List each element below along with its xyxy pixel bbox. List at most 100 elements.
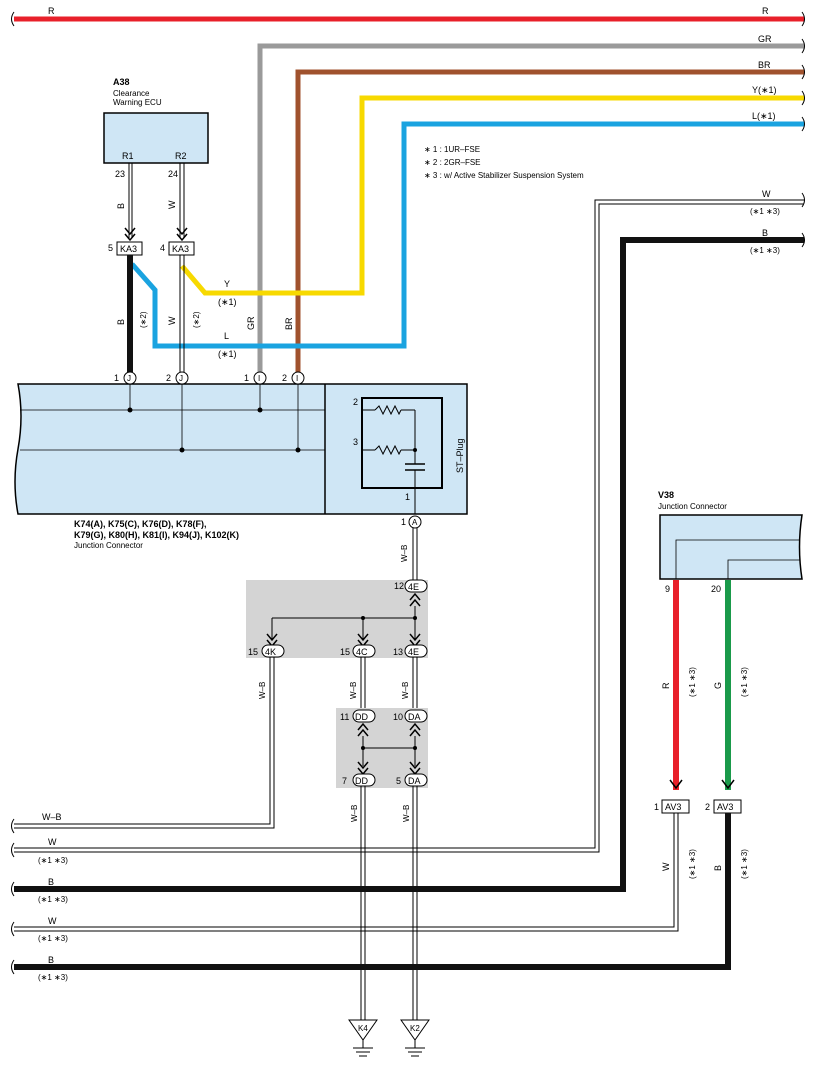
- c13-label: 4E: [408, 647, 419, 657]
- c12-num: 12: [394, 581, 404, 591]
- wire-label-y: Y: [224, 279, 230, 289]
- junction-k-line3: Junction Connector: [74, 541, 143, 550]
- c5-num: 5: [396, 776, 401, 786]
- c11-num: 11: [340, 712, 349, 722]
- c15a-num: 15: [248, 647, 258, 657]
- av3b-num: 2: [705, 802, 710, 812]
- wire-label-wb-a: W–B: [400, 545, 409, 562]
- pin-i2: I: [296, 374, 298, 383]
- v38-pin9: 9: [665, 584, 670, 594]
- wire-wb-4k: [14, 657, 275, 829]
- wire-label-wb-c: W–B: [349, 682, 358, 699]
- ecu-name-line1: Clearance: [113, 89, 150, 98]
- wire-note-w-av3: (∗1 ∗3): [688, 849, 697, 879]
- av3b-label: AV3: [717, 802, 733, 812]
- ecu-pin-r2: R2: [175, 151, 187, 161]
- wire-r-top: [11, 11, 805, 27]
- wire-w-av3: [14, 813, 679, 932]
- wire-label-b-av3: B: [713, 865, 723, 871]
- wire-label-l-right: L(∗1): [752, 111, 776, 121]
- wire-w-below-ka3: [179, 255, 185, 372]
- wire-label-w-vert: W: [167, 200, 177, 209]
- c13-num: 13: [393, 647, 403, 657]
- left-label-w1: W: [48, 837, 57, 847]
- wire-label-gr-vert: GR: [246, 316, 256, 330]
- wire-label-wb-f: W–B: [402, 805, 411, 822]
- left-label-b2: B: [48, 955, 54, 965]
- wire-label-l: L: [224, 331, 229, 341]
- left-note-w1: (∗1 ∗3): [38, 856, 68, 865]
- c11-label: DD: [355, 712, 368, 722]
- note-3: ∗ 3 : w/ Active Stabilizer Suspension Sy…: [424, 171, 584, 180]
- c10-num: 10: [393, 712, 403, 722]
- wire-r-v38: [669, 580, 683, 790]
- c12-label: 4E: [408, 582, 419, 592]
- junction-k-line1: K74(A), K75(C), K76(D), K78(F),: [74, 519, 207, 529]
- ground-k2: [400, 1019, 430, 1057]
- ka3-right-box: [168, 241, 195, 256]
- v38-pin20: 20: [711, 584, 721, 594]
- wire-label-wb-b: W–B: [258, 682, 267, 699]
- wire-label-w-right: W: [762, 189, 771, 199]
- wire-label-l-note: (∗1): [218, 349, 237, 359]
- st-plug: [361, 397, 443, 514]
- pin-a1-num: 1: [401, 517, 406, 527]
- pin-j1-num: 1: [114, 373, 119, 383]
- wire-l: [130, 116, 805, 349]
- left-label-b1: B: [48, 877, 54, 887]
- wire-wb-4c: [360, 657, 366, 708]
- wire-note-b-av3: (∗1 ∗3): [740, 849, 749, 879]
- wire-label-y-right: Y(∗1): [752, 85, 777, 95]
- junction-k-box: [14, 383, 468, 515]
- ecu-pin-r2-num: 24: [168, 169, 178, 179]
- wire-w-right: [14, 192, 805, 853]
- ecu-name-line2: Warning ECU: [113, 98, 162, 107]
- av3a-label: AV3: [665, 802, 681, 812]
- ecu-box: [103, 112, 209, 164]
- wire-note-star2b: (∗2): [192, 311, 201, 328]
- c7-num: 7: [342, 776, 347, 786]
- ecu-code: A38: [113, 77, 130, 87]
- note-1: ∗ 1 : 1UR–FSE: [424, 145, 480, 154]
- v38-code: V38: [658, 490, 674, 500]
- ecu-pin-r1-num: 23: [115, 169, 125, 179]
- wire-gr: [257, 38, 805, 372]
- note-2: ∗ 2 : 2GR–FSE: [424, 158, 481, 167]
- c15a-label: 4K: [265, 647, 276, 657]
- ground-k2-label: K2: [410, 1024, 420, 1033]
- wire-label-r-top-right: R: [762, 6, 769, 16]
- wire-label-wb-e: W–B: [350, 805, 359, 822]
- ka3-left-label: KA3: [120, 244, 137, 254]
- wire-note-b-right: (∗1 ∗3): [750, 246, 780, 255]
- ecu-pin-r1: R1: [122, 151, 134, 161]
- plug-pin-3: 3: [353, 437, 358, 447]
- wire-wb-main: [412, 528, 418, 580]
- wire-note-w-right: (∗1 ∗3): [750, 207, 780, 216]
- wire-label-w-vert2: W: [167, 316, 177, 325]
- wire-note-r-v38: (∗1 ∗3): [688, 667, 697, 697]
- c10-label: DA: [408, 712, 421, 722]
- pin-i2-num: 2: [282, 373, 287, 383]
- c5-label: DA: [408, 776, 421, 786]
- wire-label-r-v38: R: [661, 682, 671, 689]
- wire-label-br-vert: BR: [284, 317, 294, 330]
- wire-br: [295, 64, 805, 372]
- st-plug-label: ST–Plug: [455, 438, 465, 473]
- left-note-b2: (∗1 ∗3): [38, 973, 68, 982]
- wire-label-wb-d: W–B: [401, 682, 410, 699]
- left-note-b1: (∗1 ∗3): [38, 895, 68, 904]
- pin-i1-num: 1: [244, 373, 249, 383]
- wire-wb-k4: [360, 786, 366, 1020]
- wire-note-g-v38: (∗1 ∗3): [740, 667, 749, 697]
- ground-k4: [348, 1019, 378, 1057]
- wire-label-gr-right: GR: [758, 34, 772, 44]
- pin-i1: I: [258, 374, 260, 383]
- wire-b-av3: [14, 813, 731, 970]
- left-note-w2: (∗1 ∗3): [38, 934, 68, 943]
- junction-k-line2: K79(G), K80(H), K81(I), K94(J), K102(K): [74, 530, 239, 540]
- wire-label-b-vert2: B: [116, 319, 126, 325]
- wire-label-y-note: (∗1): [218, 297, 237, 307]
- c15b-label: 4C: [356, 647, 368, 657]
- pin-j1: J: [127, 374, 131, 383]
